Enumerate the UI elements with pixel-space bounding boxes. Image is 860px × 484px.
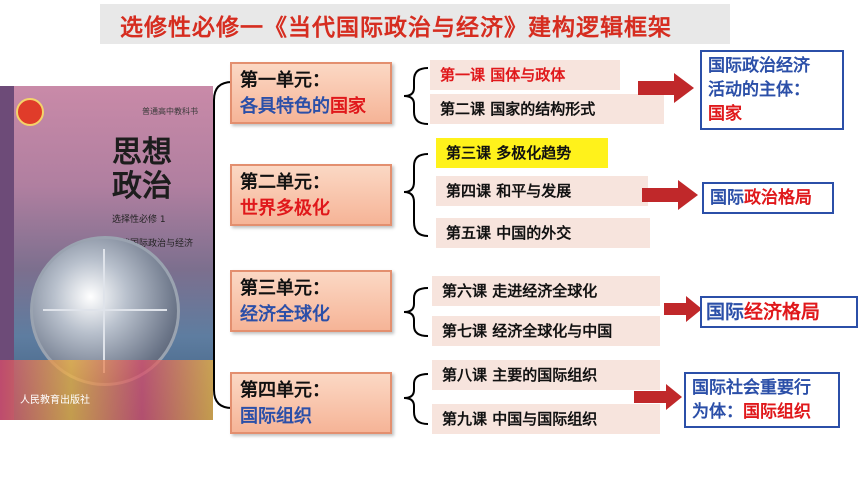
lesson-2: 第二课 国家的结构形式 [430,94,664,124]
unit-box-2: 第二单元： 世界多极化 [230,164,392,226]
unit-box-4: 第四单元： 国际组织 [230,372,392,434]
book-spine [0,86,14,420]
summary-part: 国际组织 [743,402,811,422]
unit-title: 第一单元： [240,70,330,91]
unit-theme: 各具特色的国家 [240,94,382,120]
summary-part: 经济格局 [744,301,821,323]
book-edition: 选择性必修 1 [112,215,166,225]
unit-title: 第三单元： [240,278,330,299]
book-title: 思想政治 [112,135,172,204]
unit-theme: 国际组织 [240,406,312,427]
book-publisher: 人民教育出版社 [20,395,90,406]
summary-line: 国家 [708,104,742,124]
curly-brace-icon [403,153,429,237]
curly-brace-icon [403,67,429,125]
summary-box-2: 国际政治格局 [702,182,834,214]
lesson-6: 第六课 走进经济全球化 [432,276,660,306]
book-series: 普通高中教科书 [142,107,198,116]
unit-theme: 世界多极化 [240,198,330,219]
textbook-cover: 普通高中教科书 思想政治 选择性必修 1 当代国际政治与经济 人民教育出版社 [0,86,213,420]
lesson-4: 第四课 和平与发展 [436,176,648,206]
summary-line: 国际政治经济 [708,56,810,76]
unit-box-3: 第三单元： 经济全球化 [230,270,392,332]
summary-line: 为体：国际组织 [692,400,832,424]
curly-brace-icon [403,373,429,425]
summary-part: 国际 [706,301,745,323]
right-arrow-icon [664,296,702,322]
unit-theme-part: 国家 [330,96,366,117]
summary-part: 国际 [710,188,744,208]
publisher-seal-icon [16,98,44,126]
book-subtitle: 当代国际政治与经济 [112,239,194,249]
summary-box-1: 国际政治经济 活动的主体： 国家 [700,50,844,130]
summary-line: 国际经济格局 [706,300,852,324]
lesson-3: 第三课 多极化趋势 [436,138,608,168]
summary-box-4: 国际社会重要行 为体：国际组织 [684,372,840,428]
right-arrow-icon [634,384,682,410]
main-bracket [213,81,233,409]
right-arrow-icon [642,180,698,210]
page-title: 选修性必修一《当代国际政治与经济》建构逻辑框架 [120,15,672,41]
lesson-5: 第五课 中国的外交 [436,218,650,248]
unit-theme: 经济全球化 [240,304,330,325]
right-arrow-icon [638,73,694,103]
summary-line: 国际政治格局 [710,186,826,210]
unit-theme-part: 各具特色的 [240,96,330,117]
flower-decoration [0,360,213,420]
curly-brace-icon [403,287,429,337]
summary-box-3: 国际经济格局 [700,296,858,328]
summary-line: 国际社会重要行 [692,378,811,398]
unit-box-1: 第一单元： 各具特色的国家 [230,62,392,124]
unit-title: 第四单元： [240,380,330,401]
unit-title: 第二单元： [240,172,330,193]
lesson-1: 第一课 国体与政体 [430,60,620,90]
lesson-7: 第七课 经济全球化与中国 [432,316,660,346]
summary-part: 为体： [692,402,743,422]
summary-line: 活动的主体： [708,80,810,100]
title-bar [100,4,730,44]
lesson-9: 第九课 中国与国际组织 [432,404,660,434]
summary-part: 政治格局 [744,188,812,208]
lesson-8: 第八课 主要的国际组织 [432,360,660,390]
